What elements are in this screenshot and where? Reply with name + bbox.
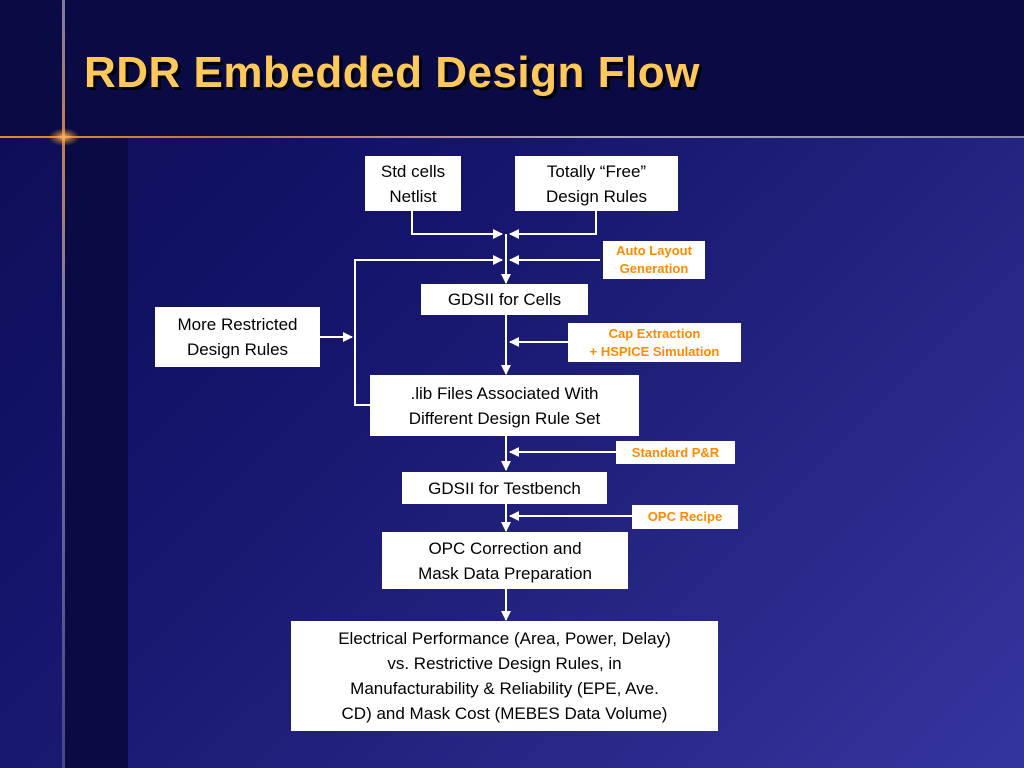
electrical-performance-box: Electrical Performance (Area, Power, Del… [291,621,718,731]
std-cells-connector [411,211,503,239]
restricted-design-rules-box: More Restricted Design Rules [155,307,320,367]
lib-files-box: .lib Files Associated With Different Des… [370,375,639,436]
side-band [62,136,128,768]
gdsii-cells-box: GDSII for Cells [421,284,588,315]
gdsii-testbench-box: GDSII for Testbench [402,472,607,504]
rule-intersection-glow [48,128,80,146]
title-underline [0,136,1024,138]
standard-pr-label: Standard P&R [616,441,735,464]
opc-correction-box: OPC Correction and Mask Data Preparation [382,532,628,589]
free-rules-connector [509,211,597,239]
opc-recipe-label: OPC Recipe [632,505,738,529]
cap-extraction-label: Cap Extraction + HSPICE Simulation [568,323,741,362]
slide-title: RDR Embedded Design Flow [84,48,700,97]
std-cells-netlist-box: Std cells Netlist [365,156,461,211]
header-band [0,0,1024,136]
free-design-rules-box: Totally “Free” Design Rules [515,156,678,211]
auto-layout-label: Auto Layout Generation [603,241,705,279]
feedback-loop-connector [354,255,503,406]
vertical-rule [62,0,65,768]
